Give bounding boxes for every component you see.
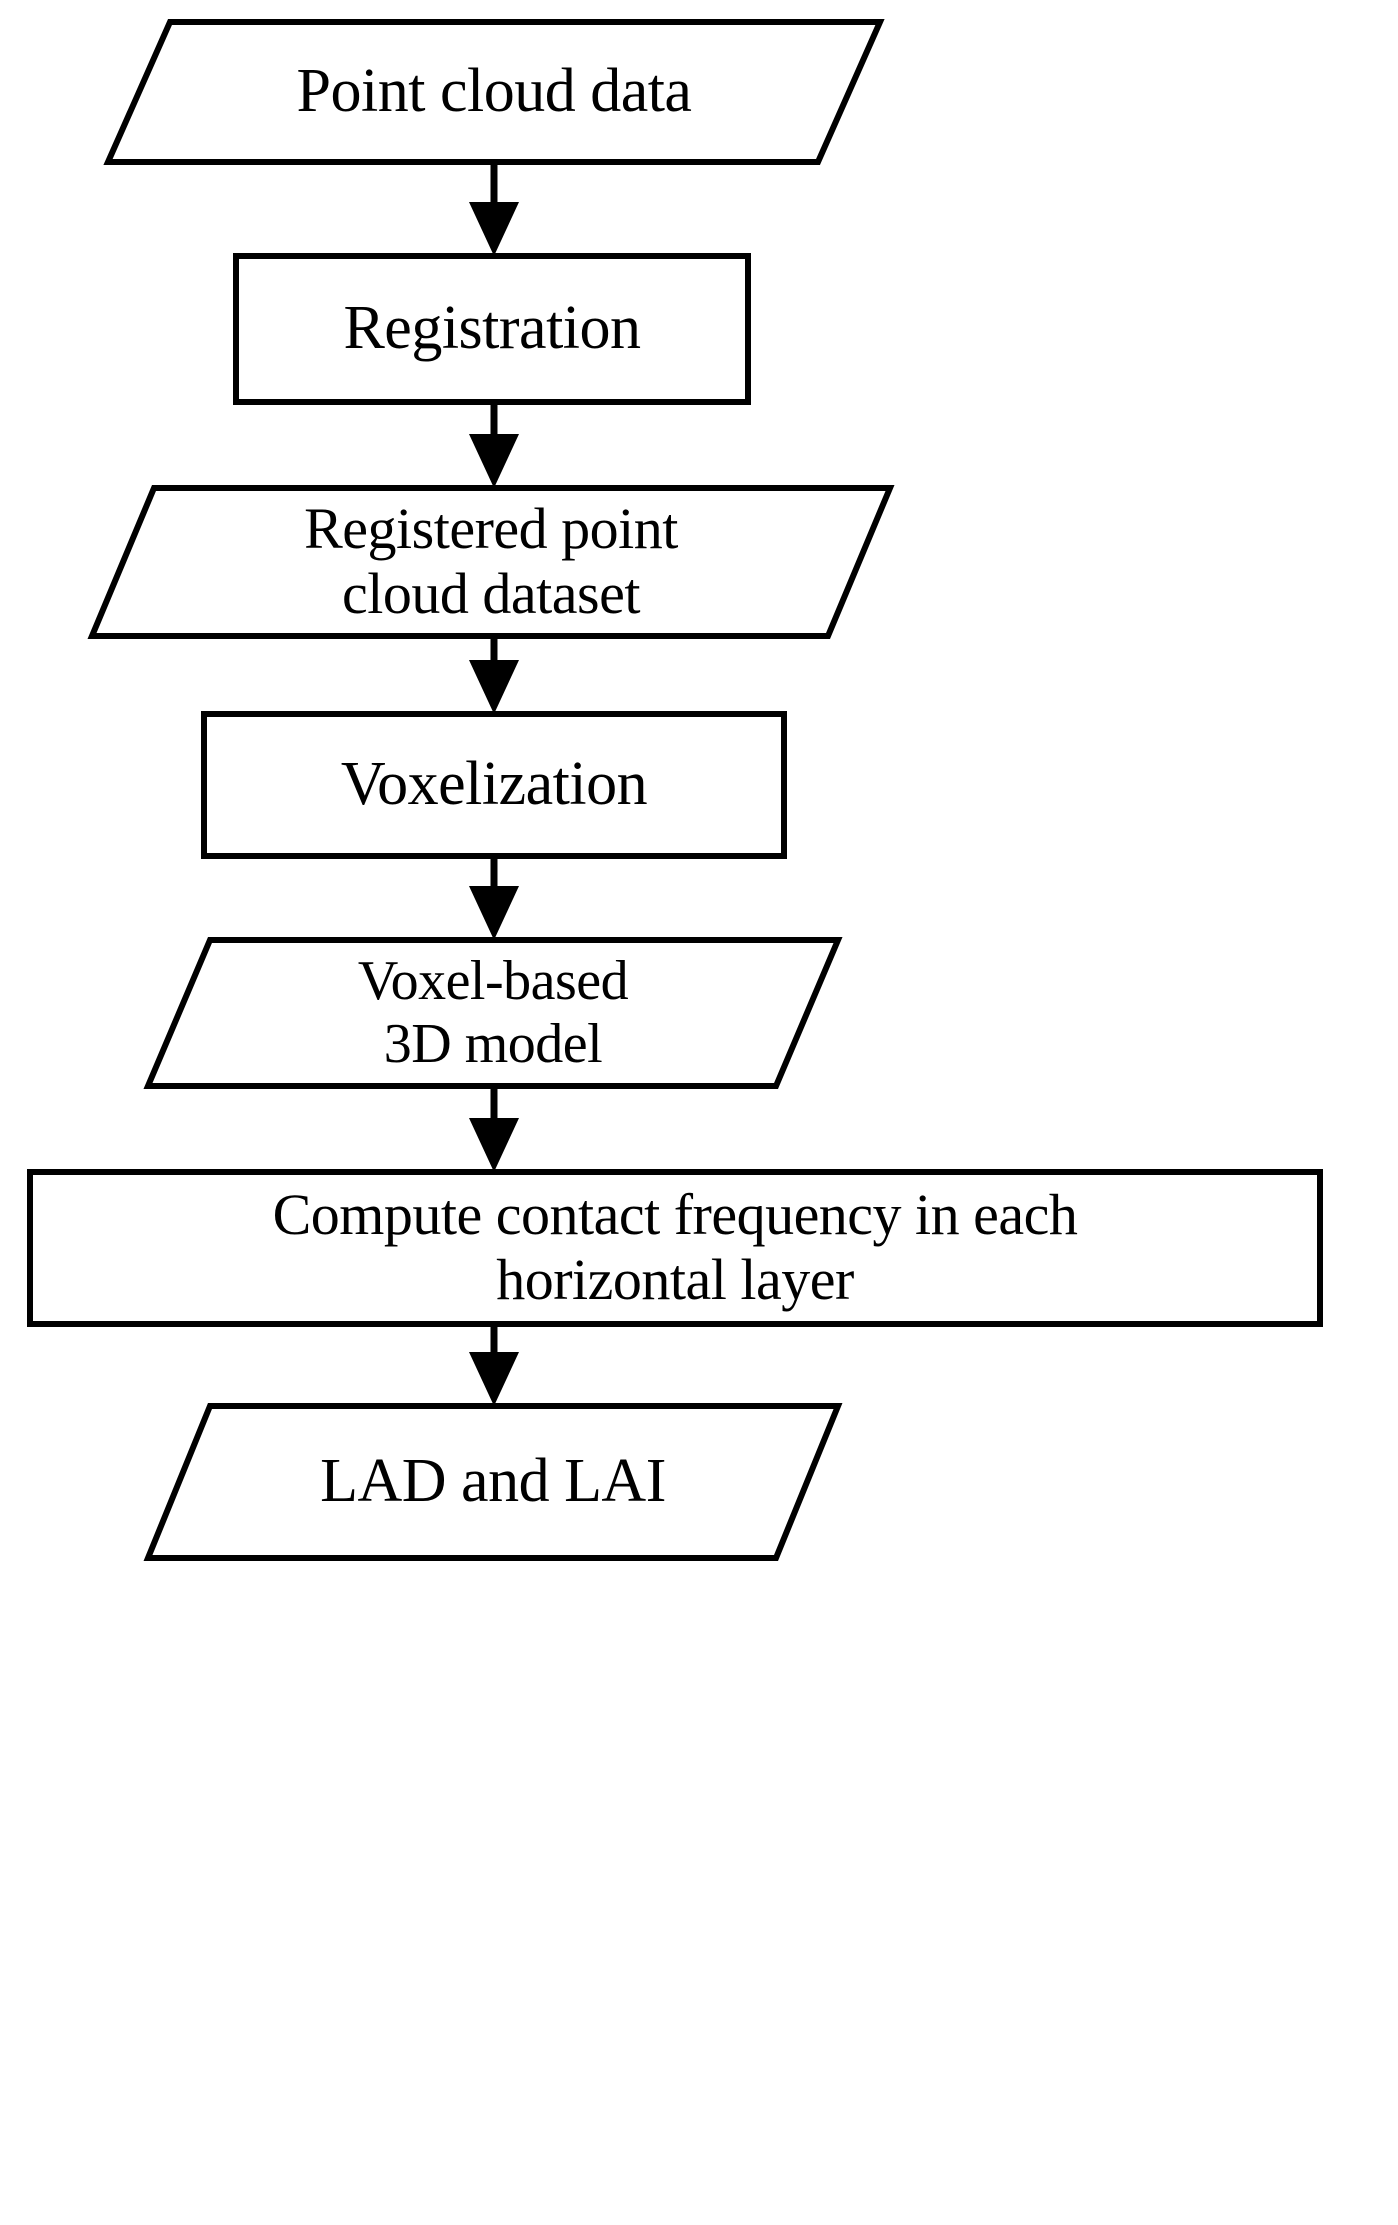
arrow-data-to-registration-arrowhead-icon — [469, 202, 519, 256]
arrow-dataset-to-voxelization-arrowhead-icon — [469, 660, 519, 714]
arrow-registration-to-dataset — [469, 402, 519, 488]
node-shape-registration[interactable] — [233, 253, 751, 405]
arrow-model-to-compute — [469, 1086, 519, 1172]
arrow-voxelization-to-model-arrowhead-icon — [469, 886, 519, 940]
node-shape-compute-contact-frequency[interactable] — [27, 1169, 1323, 1327]
node-shape-point-cloud-data[interactable] — [103, 19, 885, 165]
arrow-model-to-compute-arrowhead-icon — [469, 1118, 519, 1172]
node-shape-voxelization[interactable] — [201, 711, 787, 859]
arrow-data-to-registration — [469, 162, 519, 256]
node-shape-voxel-based-3d-model[interactable] — [143, 937, 843, 1089]
arrow-compute-to-lad-arrowhead-icon — [469, 1352, 519, 1406]
arrow-voxelization-to-model — [469, 856, 519, 940]
arrow-dataset-to-voxelization — [469, 636, 519, 714]
node-shape-registered-point-cloud-dataset[interactable] — [87, 485, 895, 639]
node-shape-lad-and-lai[interactable] — [143, 1403, 843, 1561]
arrow-compute-to-lad — [469, 1324, 519, 1406]
shapes-layer — [27, 19, 1323, 1561]
connectors-layer — [469, 162, 519, 1406]
arrow-registration-to-dataset-arrowhead-icon — [469, 434, 519, 488]
